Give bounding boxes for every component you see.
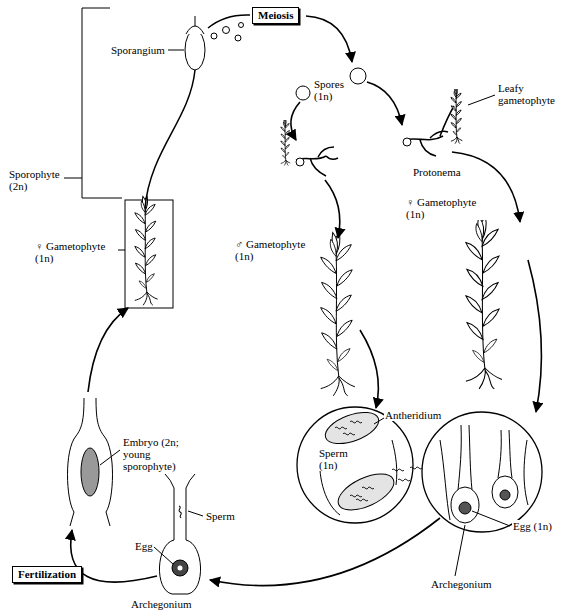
illustration-part [492,476,518,508]
part-label: Antheridium [384,409,442,421]
archegonium-fertilization [154,474,203,594]
illustration-part [362,487,374,489]
illustration-part [468,95,495,105]
illustration-part [239,23,244,28]
illustration-part [367,82,402,125]
illustration-part [451,89,462,143]
part-label: Egg (1n) [512,520,553,532]
illustration-part [422,412,542,532]
illustration-part [195,16,196,26]
gametophyte-plants [321,216,502,395]
antheridium-magnified [297,406,413,523]
part-label: ♂ Gametophyte (1n) [234,238,318,262]
illustration-part [125,200,173,308]
illustration-part [168,50,184,51]
illustration-part [321,232,355,395]
stage-name: Meiosis [258,9,293,21]
illustration-part [335,427,347,429]
illustration-part [185,30,205,70]
illustration-part [186,26,204,34]
part-label: ♀ Gametophyte (1n) [34,240,118,264]
illustration-part [321,406,383,450]
illustration-part [64,178,82,179]
illustration-part [208,15,250,28]
part-label: Embryo (2n; young sporophyte) [122,436,188,472]
illustration-part [71,530,157,582]
illustration-part [374,418,384,424]
illustration-part [135,196,158,305]
illustration-part [165,474,195,540]
illustration-part [235,35,241,41]
illustration-part [333,467,399,518]
part-label: ♀ Gametophyte (1n) [405,196,489,220]
sporophyte-drawing [135,16,244,305]
illustration-part [455,511,510,576]
illustration-part [360,330,378,408]
illustration-part [325,180,340,238]
illustration-part [398,479,410,481]
illustration-part [178,506,182,518]
illustration-part [296,86,310,100]
illustration-part [154,511,203,564]
part-label: Sperm (1n) [318,447,349,471]
illustration-part [68,398,113,526]
illustration-part [458,425,472,490]
part-label: Sporophyte (2n) [8,168,61,192]
illustration-part [281,120,291,165]
stage-box: Fertilization [12,566,82,583]
illustration-part [100,450,120,465]
stage-box: Meiosis [252,7,299,24]
illustration-part [350,495,362,497]
illustration-part [223,27,230,34]
illustration-part [210,518,440,586]
archegonium-magnified [410,412,542,576]
illustration-part [350,421,362,423]
illustration-part [159,540,200,594]
illustration-part [498,430,512,478]
illustration-part [306,16,352,62]
part-label: Archegonium [130,598,192,610]
illustration-part [297,407,413,523]
illustration-part [528,260,541,412]
illustration-part [403,138,411,146]
part-label: Sperm [205,510,236,522]
part-label: Leafy gametophyte [497,82,556,106]
illustration-part [350,68,366,84]
illustration-part [459,502,471,514]
illustration-part [82,8,122,198]
embryo-drawing [68,398,121,526]
illustration-part [405,106,454,156]
part-label: Spores (1n) [313,78,345,102]
illustration-part [451,487,479,523]
illustration-part [211,33,217,39]
part-label: Archegonium [430,578,492,590]
illustration-part [81,448,99,496]
illustration-part [466,216,502,388]
illustration-part [118,250,125,251]
cycle-arrows [71,15,542,586]
illustration-part [296,147,338,176]
illustration-part [410,467,422,469]
illustration-part [343,433,355,435]
illustration-part [392,469,404,471]
illustration-part [410,467,422,469]
illustration-part [178,566,183,571]
stage-name: Fertilization [18,568,76,580]
illustration-part [296,158,304,166]
illustration-part [178,506,182,518]
spores-and-protonema [281,68,495,176]
illustration-part [291,102,300,140]
illustration-part [356,499,368,501]
illustration-part [145,70,195,208]
part-label: Egg [134,540,154,552]
illustration-part [172,560,188,576]
illustration-part [500,490,510,500]
illustration-part [88,308,128,392]
part-label: Protonema [412,166,462,178]
part-label: Sporangium [110,44,166,56]
